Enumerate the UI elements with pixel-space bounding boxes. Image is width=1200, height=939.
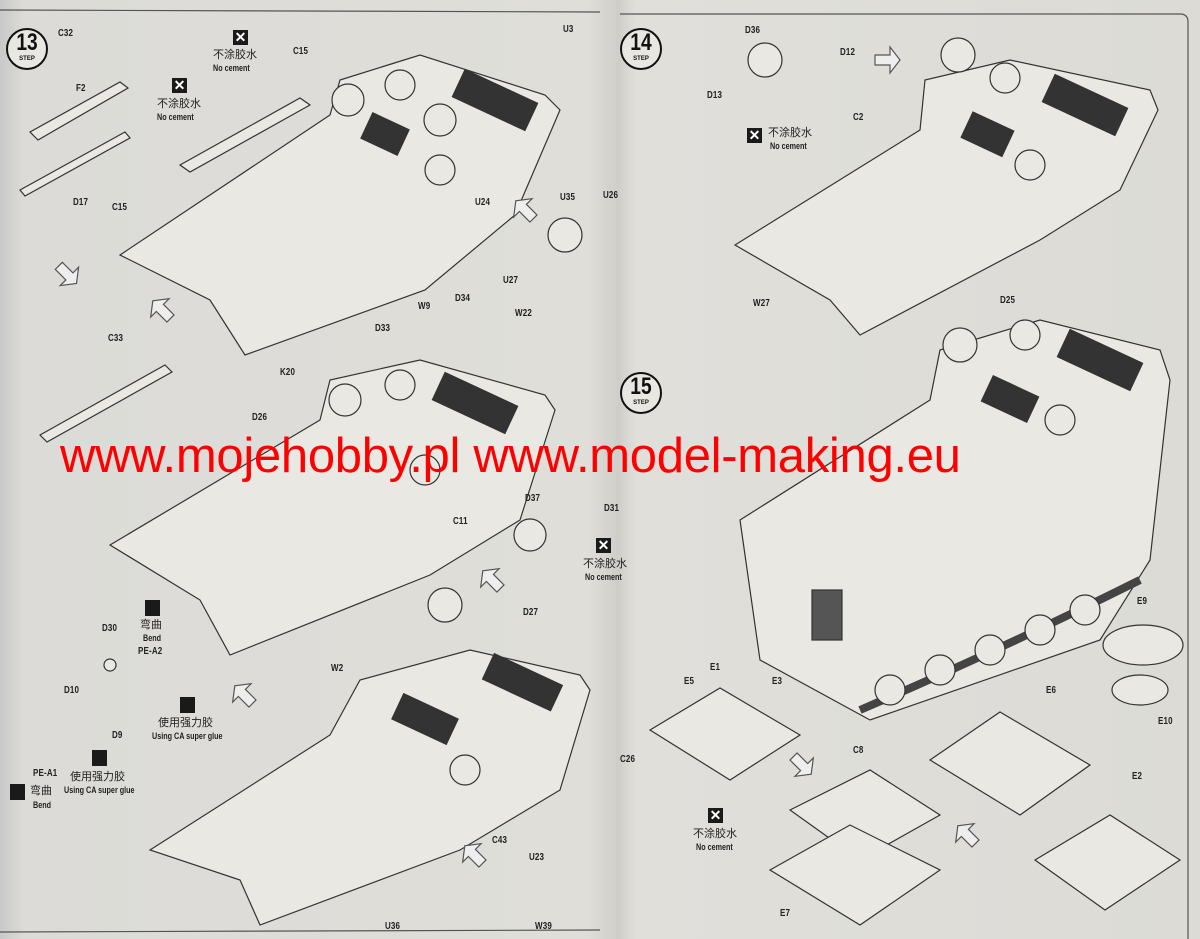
no-cement-icon: ✕ [233,29,248,45]
no-cement-en: No cement [696,842,733,852]
no-cement-cn: 不涂胶水 [157,97,201,110]
part-label: D37 [525,493,541,504]
no-cement-en: No cement [157,112,194,122]
part-label: E5 [684,676,695,687]
part-label: E7 [780,908,791,919]
hull-step13-mid [39,359,556,656]
part-label: C15 [293,46,309,57]
part-label: U35 [560,192,576,203]
part-label: D31 [604,503,620,514]
part-label: K20 [280,367,296,378]
part-label: E10 [1158,716,1173,727]
ca-glue-icon [180,697,195,713]
no-cement-icon: ✕ [172,77,187,93]
hull-step14 [733,37,1159,336]
part-label: C32 [58,28,74,39]
part-label: W27 [753,298,770,309]
no-cement-en: No cement [213,63,250,73]
hull-step13 [19,54,583,356]
no-cement-icon: ✕ [708,807,723,823]
part-label: U23 [529,852,545,863]
part-label: D27 [523,607,539,618]
part-label: F2 [76,83,86,94]
part-label: D26 [252,412,268,423]
part-label: W39 [535,921,552,932]
watermark-text: www.mojehobby.pl www.model-making.eu [60,429,961,483]
part-label: PE-A2 [138,646,163,657]
part-label: C26 [620,754,636,765]
part-label: C33 [108,333,124,344]
step-word: STEP [19,56,35,62]
bend-icon [145,600,160,616]
part-label: E6 [1046,685,1057,696]
no-cement-en: No cement [770,141,807,151]
top-border-left [0,9,601,13]
part-label: E2 [1132,771,1143,782]
part-label: U27 [503,275,519,286]
part-label: D25 [1000,295,1016,306]
step-number: 15 [630,373,652,400]
no-cement-cn: 不涂胶水 [768,126,812,139]
step-word: STEP [633,400,649,406]
ca-glue-en: Using CA super glue [64,785,135,795]
top-border-right [620,13,1189,939]
part-label: D12 [840,47,856,58]
part-label: C8 [853,745,864,756]
part-label: U26 [603,190,619,201]
ca-glue-cn: 使用强力胶 [70,770,125,783]
part-label: PE-A1 [33,768,58,779]
no-cement-icon: ✕ [596,537,611,553]
step-number: 14 [630,29,652,56]
part-label: D33 [375,323,391,334]
no-cement-icon: ✕ [747,127,762,143]
bottom-border-left [0,929,601,933]
part-label: U24 [475,197,491,208]
bend-cn: 弯曲 [140,618,162,631]
part-label: U3 [563,24,574,35]
part-label: D30 [102,623,118,634]
part-label: W9 [418,301,431,312]
part-label: D17 [73,197,89,208]
no-cement-cn: 不涂胶水 [693,827,737,840]
ca-glue-cn: 使用强力胶 [158,716,213,729]
part-label: E1 [710,662,721,673]
part-label: D34 [455,293,471,304]
panels-step15 [648,624,1184,926]
part-label: U36 [385,921,401,932]
bend-en: Bend [143,633,161,643]
vehicle-step15 [739,319,1171,721]
part-label: W2 [331,663,344,674]
hull-step13-bottom [103,587,591,926]
part-label: D10 [64,685,80,696]
part-label: C2 [853,112,864,123]
part-label: C15 [112,202,128,213]
part-label: D36 [745,25,761,36]
part-label: D13 [707,90,723,101]
part-label: D9 [112,730,123,741]
step-number: 13 [16,29,38,56]
ca-glue-en: Using CA super glue [152,731,223,741]
no-cement-en: No cement [585,572,622,582]
part-label: E9 [1137,596,1148,607]
bend-en: Bend [33,800,51,810]
ca-glue-icon [92,750,107,766]
direction-arrows [54,45,980,868]
bend-icon [10,784,25,800]
no-cement-cn: 不涂胶水 [583,557,627,570]
part-label: E3 [772,676,783,687]
step-word: STEP [633,56,649,62]
bend-cn: 弯曲 [30,784,52,797]
part-label: W22 [515,308,532,319]
no-cement-cn: 不涂胶水 [213,48,257,61]
part-label: C43 [492,835,508,846]
part-label: C11 [453,516,468,527]
